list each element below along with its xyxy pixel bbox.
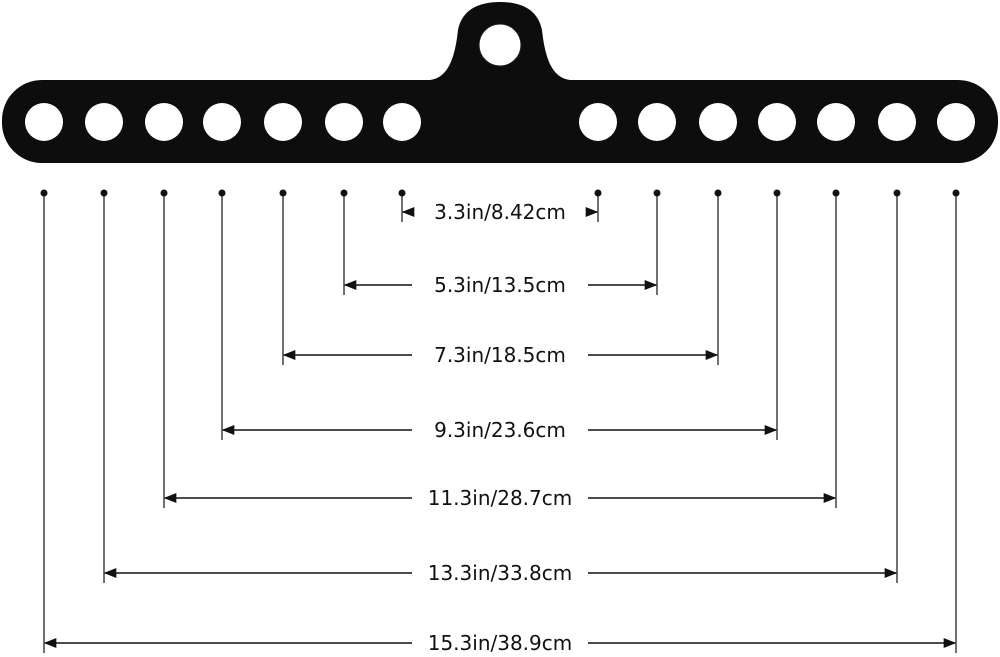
dimension-2: 5.3in/13.5cm xyxy=(343,193,658,297)
hole-center-markers xyxy=(40,189,960,197)
bar-hole-right-5 xyxy=(817,103,855,141)
dimension-label: 15.3in/38.9cm xyxy=(428,631,573,655)
bar-hole-right-6 xyxy=(878,103,916,141)
bar-hole-left-1 xyxy=(25,103,63,141)
attachment-bar xyxy=(2,2,998,163)
dimension-lines: 3.3in/8.42cm 5.3in/13.5cm 7.3in/18.5cm 9.3i… xyxy=(43,193,957,655)
bar-hole-right-3 xyxy=(699,103,737,141)
dimension-label: 11.3in/28.7cm xyxy=(428,486,573,510)
dimension-label: 13.3in/33.8cm xyxy=(428,561,573,585)
bar-hole-left-5 xyxy=(264,103,302,141)
bar-hole-right-7 xyxy=(937,103,975,141)
bar-hole-right-4 xyxy=(758,103,796,141)
hanger-hole xyxy=(478,23,522,67)
dimension-1: 3.3in/8.42cm xyxy=(401,193,599,224)
bar-body xyxy=(2,2,998,163)
dimension-4: 9.3in/23.6cm xyxy=(221,193,778,442)
dimension-6: 13.3in/33.8cm xyxy=(103,193,898,585)
bar-hole-left-4 xyxy=(203,103,241,141)
bar-hole-right-2 xyxy=(638,103,676,141)
dimension-label: 3.3in/8.42cm xyxy=(434,200,566,224)
bar-hole-right-1 xyxy=(579,103,617,141)
dimension-7: 15.3in/38.9cm xyxy=(43,193,957,655)
dimension-3: 7.3in/18.5cm xyxy=(282,193,719,367)
dimension-label: 7.3in/18.5cm xyxy=(434,343,566,367)
bar-hole-left-6 xyxy=(325,103,363,141)
bar-hole-left-2 xyxy=(85,103,123,141)
dimension-5: 11.3in/28.7cm xyxy=(163,193,837,510)
bar-hole-left-3 xyxy=(145,103,183,141)
bar-hole-left-7 xyxy=(383,103,421,141)
dimension-label: 9.3in/23.6cm xyxy=(434,418,566,442)
dimension-label: 5.3in/13.5cm xyxy=(434,273,566,297)
